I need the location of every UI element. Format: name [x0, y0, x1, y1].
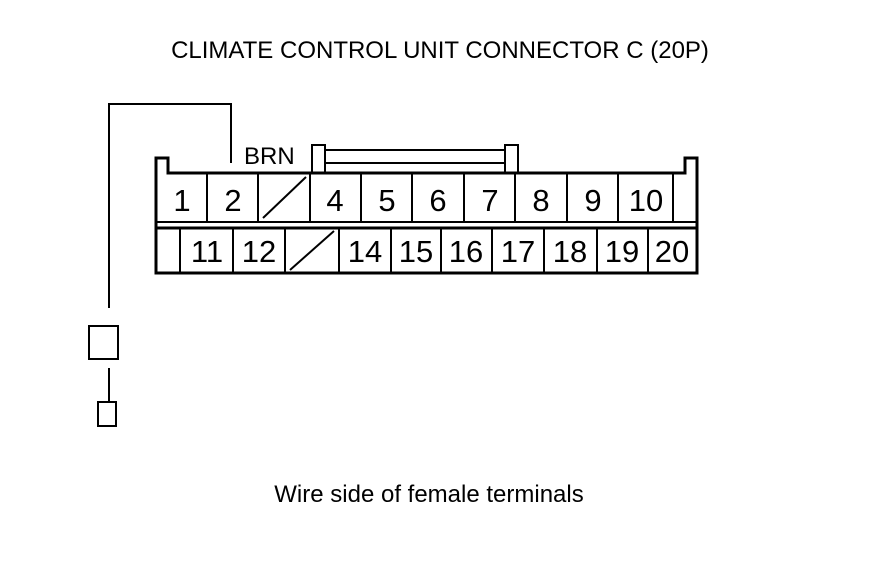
empty-cavity-13 — [289, 230, 335, 271]
empty-cavity-3 — [262, 176, 307, 219]
probe-body — [88, 325, 119, 360]
pin-label: 4 — [326, 183, 343, 218]
top-row-pins: 1 2 4 5 6 7 8 9 10 — [173, 183, 663, 218]
pin-label: 20 — [655, 234, 689, 269]
pin-label: 16 — [449, 234, 483, 269]
bottom-row-pins: 11 12 14 15 16 17 18 19 20 — [191, 234, 689, 269]
pin-label: 15 — [399, 234, 433, 269]
pin-label: 5 — [378, 183, 395, 218]
test-lead-wire — [88, 103, 232, 427]
pin-label: 19 — [605, 234, 639, 269]
pin-label: 18 — [553, 234, 587, 269]
locking-tab — [311, 144, 519, 174]
pin-label: 11 — [191, 234, 223, 269]
pin-label: 12 — [242, 234, 276, 269]
pin-label: 10 — [629, 183, 663, 218]
pin-label: 17 — [501, 234, 535, 269]
diagram-title: CLIMATE CONTROL UNIT CONNECTOR C (20P) — [171, 37, 709, 64]
pin-label: 6 — [429, 183, 446, 218]
bottom-row-dividers — [179, 228, 649, 273]
top-row-dividers — [156, 173, 697, 223]
pin-label: 1 — [173, 183, 190, 218]
pin-label: 9 — [584, 183, 601, 218]
pin-label: 7 — [481, 183, 498, 218]
diagram-caption: Wire side of female terminals — [274, 481, 583, 508]
pin-label: 8 — [532, 183, 549, 218]
pin-label: 2 — [224, 183, 241, 218]
wire-color-label: BRN — [244, 143, 295, 170]
connector-housing — [154, 156, 699, 275]
pin-label: 14 — [348, 234, 382, 269]
probe-tip — [97, 401, 117, 427]
